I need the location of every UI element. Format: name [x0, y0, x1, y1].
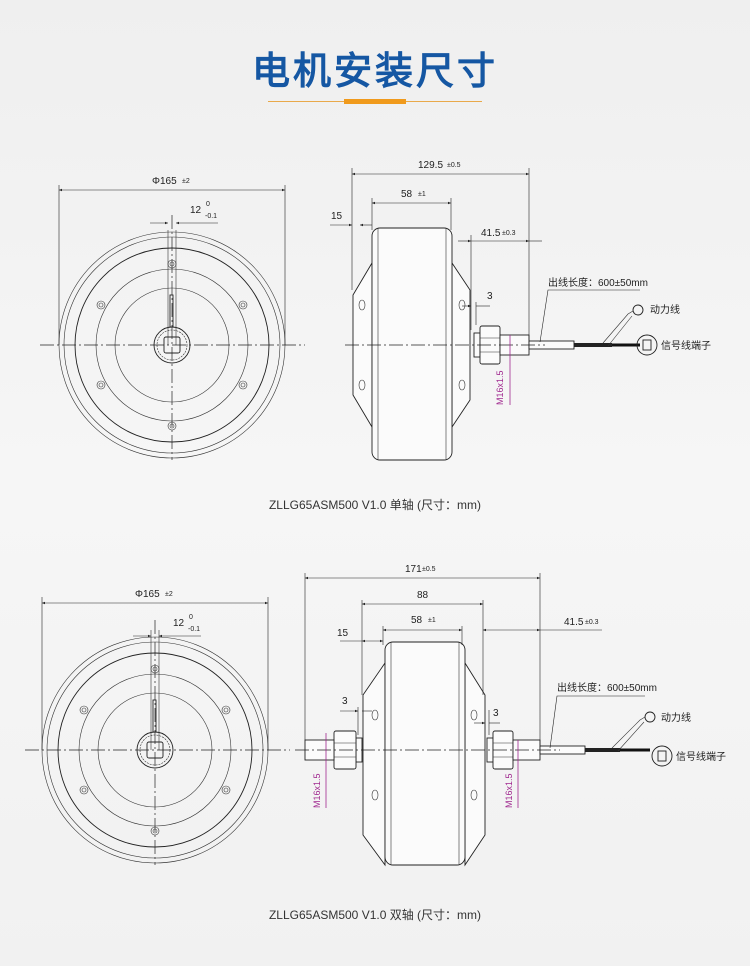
cable-length-label: 出线长度：600±50mm	[557, 681, 657, 694]
overall-length-tol: ±0.5	[422, 566, 436, 573]
width-tol: ±1	[418, 191, 426, 198]
thread-label: M16x1.5	[495, 370, 505, 405]
shaft-length-label: 41.5	[481, 228, 501, 239]
gap-right-label: 3	[493, 708, 499, 719]
power-wire-connector-icon	[632, 304, 644, 316]
signal-terminal-icon	[651, 745, 673, 767]
drawing-caption-single: ZLLG65ASM500 V1.0 单轴 (尺寸：mm)	[269, 497, 481, 512]
front-view-single: Φ165 ±2 12 0 -0.1	[40, 176, 305, 460]
offset-label: 15	[331, 211, 343, 222]
side-view-dual: 171 ±0.5 88 58 ±1 15 41.5 ±0.3 3 3 M16x1…	[295, 564, 726, 867]
offset-label: 15	[337, 628, 349, 639]
page-title: 电机安装尺寸	[251, 49, 498, 93]
flat-tol-upper: 0	[189, 614, 193, 621]
power-wire-label: 动力线	[661, 711, 691, 724]
power-wire-label: 动力线	[650, 303, 680, 316]
cable-length-label: 出线长度：600±50mm	[548, 276, 648, 289]
flat-label: 12	[173, 618, 185, 629]
width-label: 58	[401, 189, 413, 200]
diameter-label: Φ165	[152, 176, 177, 187]
flat-tol-lower: -0.1	[205, 213, 217, 220]
thread-left-label: M16x1.5	[312, 773, 322, 808]
overall-length-label: 129.5	[418, 160, 443, 171]
overall-length-tol: ±0.5	[447, 162, 461, 169]
signal-terminal-label: 信号线端子	[661, 339, 711, 352]
flat-tol-lower: -0.1	[188, 626, 200, 633]
diameter-tolerance: ±2	[165, 591, 173, 598]
side-view-single: 129.5 ±0.5 58 ±1 15 41.5 ±0.3 3 M16x1.5 …	[330, 160, 711, 461]
signal-terminal-icon	[636, 334, 658, 356]
overall-length-label: 171	[405, 564, 422, 575]
shaft-length-tol: ±0.3	[585, 619, 599, 626]
power-wire-connector-icon	[644, 711, 656, 723]
drawing-caption-dual: ZLLG65ASM500 V1.0 双轴 (尺寸：mm)	[269, 907, 481, 922]
diameter-tolerance: ±2	[182, 178, 190, 185]
signal-terminal-label: 信号线端子	[676, 750, 726, 763]
shaft-length-label: 41.5	[564, 617, 584, 628]
shaft-length-tol: ±0.3	[502, 230, 516, 237]
gap-left-label: 3	[342, 696, 348, 707]
diameter-label: Φ165	[135, 589, 160, 600]
title-underline-accent	[344, 99, 406, 104]
gap-label: 3	[487, 291, 493, 302]
width-label: 58	[411, 615, 423, 626]
hub-width-label: 88	[417, 590, 429, 601]
flat-tol-upper: 0	[206, 201, 210, 208]
flat-label: 12	[190, 205, 202, 216]
front-view-dual: Φ165 ±2 12 0 -0.1	[25, 589, 290, 865]
thread-right-label: M16x1.5	[504, 773, 514, 808]
width-tol: ±1	[428, 617, 436, 624]
